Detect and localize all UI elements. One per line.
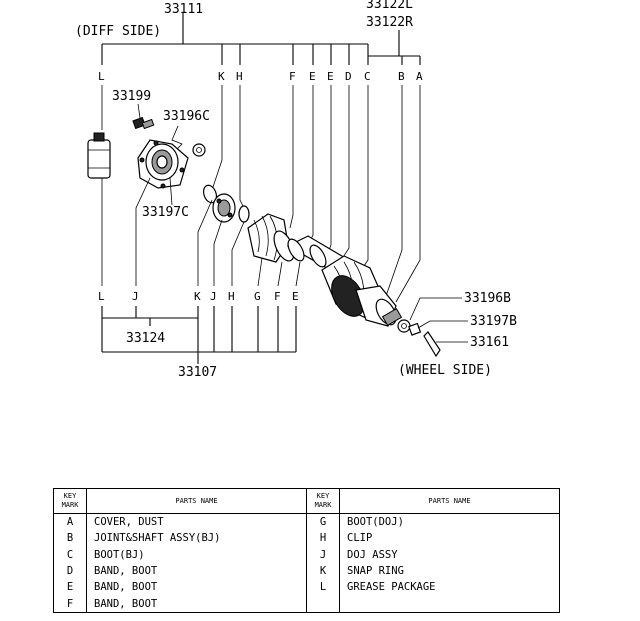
cotter-pin-33161 xyxy=(423,331,441,358)
bottom-letter-j2: J xyxy=(210,290,217,303)
callout-33196c: 33196C xyxy=(163,109,210,124)
legend-key: B xyxy=(53,530,87,547)
callout-33122l: 33122L xyxy=(366,0,413,12)
legend-key: A xyxy=(53,513,87,531)
bottom-letter-e: E xyxy=(292,290,299,303)
legend-row: C BOOT(BJ) J DOJ ASSY xyxy=(53,546,560,563)
legend-row: D BAND, BOOT K SNAP RING xyxy=(53,562,560,580)
bottom-letter-h: H xyxy=(228,290,235,303)
legend-key: G xyxy=(306,513,340,531)
legend-part-name: BAND, BOOT xyxy=(86,579,307,596)
top-letter-h: H xyxy=(236,70,243,83)
bottom-letter-j: J xyxy=(132,290,139,303)
legend-part-name: CLIP xyxy=(339,530,560,547)
top-letter-row: L K H F E E D C B A xyxy=(98,70,423,83)
legend-key: C xyxy=(53,546,87,563)
top-letter-l: L xyxy=(98,70,105,83)
legend-key: L xyxy=(306,579,340,596)
legend-key: J xyxy=(306,546,340,563)
legend-key: K xyxy=(306,562,340,580)
parts-name-header-left: PARTS NAME xyxy=(86,488,307,514)
bolt-33199 xyxy=(132,116,155,130)
nut-33196c xyxy=(192,143,206,157)
legend-part-name xyxy=(339,595,560,613)
bottom-letter-row: L J K J H G F E xyxy=(98,290,299,303)
top-letter-e1: E xyxy=(309,70,316,83)
leader-j2 xyxy=(213,219,223,286)
leader-h xyxy=(231,221,245,286)
legend-part-name: BAND, BOOT xyxy=(86,562,307,580)
legend-key: H xyxy=(306,530,340,547)
legend-key: F xyxy=(53,595,87,613)
bottom-bracket-lines: 33124 33107 xyxy=(101,306,297,380)
top-letter-e2: E xyxy=(327,70,334,83)
legend-row: A COVER, DUST G BOOT(DOJ) xyxy=(53,513,560,531)
leader-e xyxy=(295,261,301,287)
top-letter-d: D xyxy=(345,70,352,83)
callout-33199: 33199 xyxy=(112,89,151,104)
diff-side-label: (DIFF SIDE) xyxy=(75,24,161,39)
top-bracket-lines: 33111 (DIFF SIDE) 33122L 33122R L K H F … xyxy=(75,0,423,303)
legend-part-name: BOOT(BJ) xyxy=(86,546,307,563)
legend-key: D xyxy=(53,562,87,580)
joint-shaft-assy-b xyxy=(331,275,403,327)
callout-33196b: 33196B xyxy=(464,291,511,306)
callout-33111: 33111 xyxy=(164,2,203,17)
bottom-letter-k: K xyxy=(194,290,201,303)
legend-part-name: COVER, DUST xyxy=(86,513,307,531)
bottom-letter-f: F xyxy=(274,290,281,303)
top-letter-f: F xyxy=(289,70,296,83)
callout-33122r: 33122R xyxy=(366,15,413,30)
legend-key: E xyxy=(53,579,87,596)
parts-name-header-right: PARTS NAME xyxy=(339,488,560,514)
cage-j xyxy=(212,193,236,223)
callout-33197c: 33197C xyxy=(142,205,189,220)
grease-package xyxy=(87,132,111,179)
callout-33124: 33124 xyxy=(126,331,165,346)
legend-key xyxy=(306,595,340,613)
nut-33197b xyxy=(408,322,422,336)
legend-part-name: DOJ ASSY xyxy=(339,546,560,563)
top-letter-b: B xyxy=(398,70,405,83)
doj-housing xyxy=(137,139,189,189)
callout-33107: 33107 xyxy=(178,365,217,380)
legend-row: F BAND, BOOT xyxy=(53,595,560,613)
legend-part-name: BOOT(DOJ) xyxy=(339,513,560,531)
wheel-side-label: (WHEEL SIDE) xyxy=(398,363,492,378)
top-letter-a: A xyxy=(416,70,423,83)
legend-part-name: SNAP RING xyxy=(339,562,560,580)
legend-row: E BAND, BOOT L GREASE PACKAGE xyxy=(53,579,560,596)
bottom-letter-l: L xyxy=(98,290,105,303)
legend-part-name: JOINT&SHAFT ASSY(BJ) xyxy=(86,530,307,547)
legend-part-name: GREASE PACKAGE xyxy=(339,579,560,596)
legend-part-name: BAND, BOOT xyxy=(86,595,307,613)
leader-j xyxy=(135,177,151,286)
top-letter-k: K xyxy=(218,70,225,83)
bottom-letter-g: G xyxy=(254,290,261,303)
leader-f xyxy=(277,261,283,287)
leader-g xyxy=(257,257,263,287)
callout-33197b: 33197B xyxy=(470,314,517,329)
nut-33196b xyxy=(397,319,411,333)
snap-ring-k xyxy=(202,184,218,204)
callout-33161: 33161 xyxy=(470,335,509,350)
leader-k xyxy=(197,199,213,286)
top-letter-c: C xyxy=(364,70,371,83)
clip-h xyxy=(238,205,250,223)
legend-row: B JOINT&SHAFT ASSY(BJ) H CLIP xyxy=(53,530,560,547)
